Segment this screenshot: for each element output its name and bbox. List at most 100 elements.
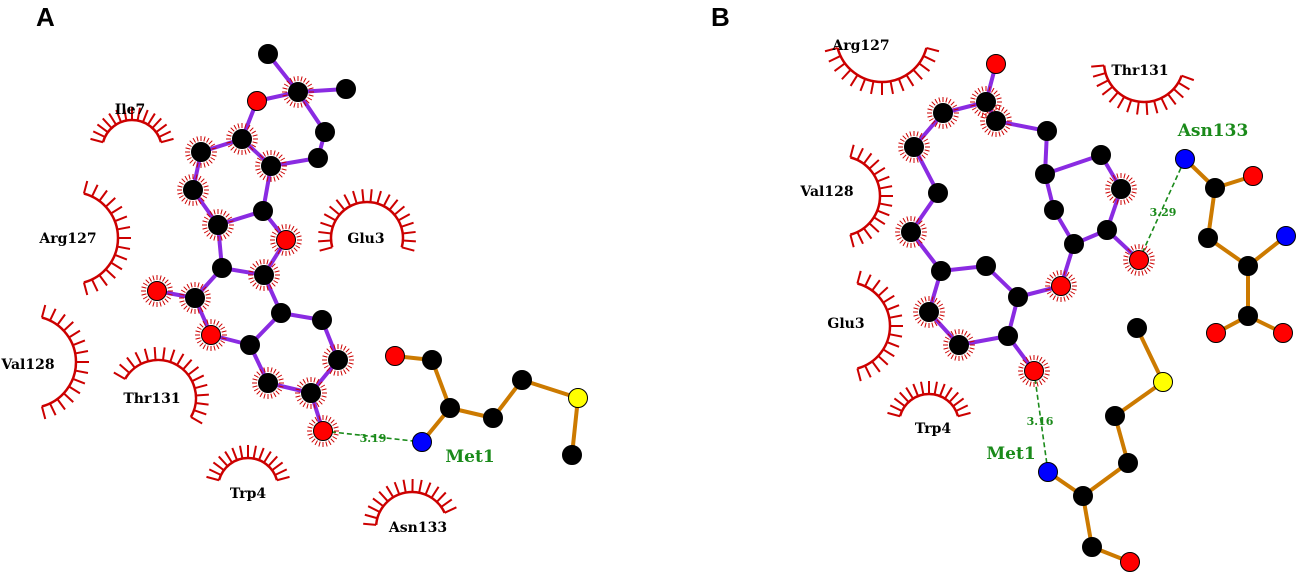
residue-atom-o [385,346,405,366]
hydrophobic-contact-arc [82,180,131,296]
ligand-atom-c [212,258,232,278]
hydrogen-bond-line [322,430,423,443]
atom-contact-mark [1045,270,1077,302]
residue-atom-c [422,350,442,370]
ligand-atom-c [976,92,996,112]
ligand-atom-c [1037,121,1057,141]
residue-label: Val128 [0,357,54,373]
atom-contact-mark [895,216,927,248]
residue-label: Ile7 [115,102,146,118]
ligand-atom-o [1051,276,1071,296]
atom-contact-mark [1123,244,1155,276]
residue-atom-c [483,408,503,428]
atom-contact-mark [970,86,1002,118]
ligand-atom-c [928,183,948,203]
residue-atom-s [1153,372,1173,392]
hydrophobic-contact-arc [849,144,893,248]
ligand-atom-c [1064,234,1084,254]
ligand-atom-c [998,326,1018,346]
ligand-atom-c [901,222,921,242]
atom-contact-mark [1105,173,1137,205]
residue-label: Glu3 [347,231,384,247]
ligand-atom-c [208,215,228,235]
residue-atom-n [1276,226,1296,246]
atom-contact-mark [913,296,945,328]
hydrophobic-contact-arc [824,46,940,95]
atoms [147,44,1296,572]
ligand-atom-c [1097,220,1117,240]
ligand-atom-c [258,373,278,393]
hydrophobic-contact-arc [1091,64,1195,115]
atom-contact-mark [282,76,314,108]
atom-contact-mark [248,259,280,291]
residue-atom-o [1273,323,1293,343]
atom-contact-mark [252,367,284,399]
residue-label: Thr131 [123,391,180,407]
residue-label: Glu3 [827,316,864,332]
hydrogen-bond-distance: 3.16 [1027,415,1054,428]
ligand-atom-c [1044,200,1064,220]
ligand-atom-c [976,256,996,276]
ligand-atom-c [258,44,278,64]
residue-atom-o [1120,552,1140,572]
residue-label: Trp4 [915,421,952,437]
ligand-atom-c [253,201,273,221]
ligand-atom-c [185,288,205,308]
hydrophobic-contact-arc [90,107,174,144]
ligand-atom-c [1091,145,1111,165]
hydrogen-bond-distance: 3.29 [1150,206,1177,219]
atom-contact-mark [270,224,302,256]
ligand-atom-c [261,156,281,176]
residue-atom-n [1175,149,1195,169]
residue-atom-n [1038,462,1058,482]
atom-contact-mark [226,123,258,155]
hydrophobic-contact-arc [206,445,290,482]
hydrogen-bond-line [1033,370,1049,473]
residue-atom-c [1118,453,1138,473]
atom-contact-mark [255,150,287,182]
residue-atom-c [1105,406,1125,426]
ligand-atom-c [191,142,211,162]
ligand-atom-c [931,261,951,281]
ligand-atom-o [276,230,296,250]
atom-contact-mark [322,344,354,376]
ligand-atom-o [1024,361,1044,381]
ligand-atom-c [232,129,252,149]
residue-label: Arg127 [831,38,889,54]
ligand-atom-c [183,180,203,200]
atom-contact-marks [141,76,1155,447]
hydrophobic-contacts [40,46,1195,526]
panel-letter-b: B [711,2,730,32]
ligand-atom-c [254,265,274,285]
ligand-atom-c [1111,179,1131,199]
residue-atom-c [562,445,582,465]
atom-contact-mark [177,174,209,206]
ligand-atom-c [986,111,1006,131]
ligand-atom-c [904,137,924,157]
atom-contact-mark [179,282,211,314]
atom-contact-mark [202,209,234,241]
hydrophobic-contact-arc [363,478,457,526]
interacting-residue-name: Met1 [986,444,1035,464]
atom-contact-mark [1018,355,1050,387]
ligand-atom-c [288,82,308,102]
hydrogen-bond-distance: 3.19 [360,432,387,445]
residue-atom-c [1073,486,1093,506]
hydrophobic-contact-arc [856,270,903,382]
ligand-atom-c [933,103,953,123]
hydrophobic-contact-arc [318,189,416,252]
atom-contact-mark [141,275,173,307]
residue-label: Arg127 [38,231,96,247]
residue-atom-c [512,370,532,390]
residue-atom-c [1198,228,1218,248]
ligand-atom-c [312,310,332,330]
ligand-atom-c [308,148,328,168]
atom-contact-mark [185,136,217,168]
residue-atom-s [568,388,588,408]
ligand-atom-o [1129,250,1149,270]
residue-label: Val128 [799,184,853,200]
residue-atom-c [1238,306,1258,326]
residue-atom-o [1243,166,1263,186]
